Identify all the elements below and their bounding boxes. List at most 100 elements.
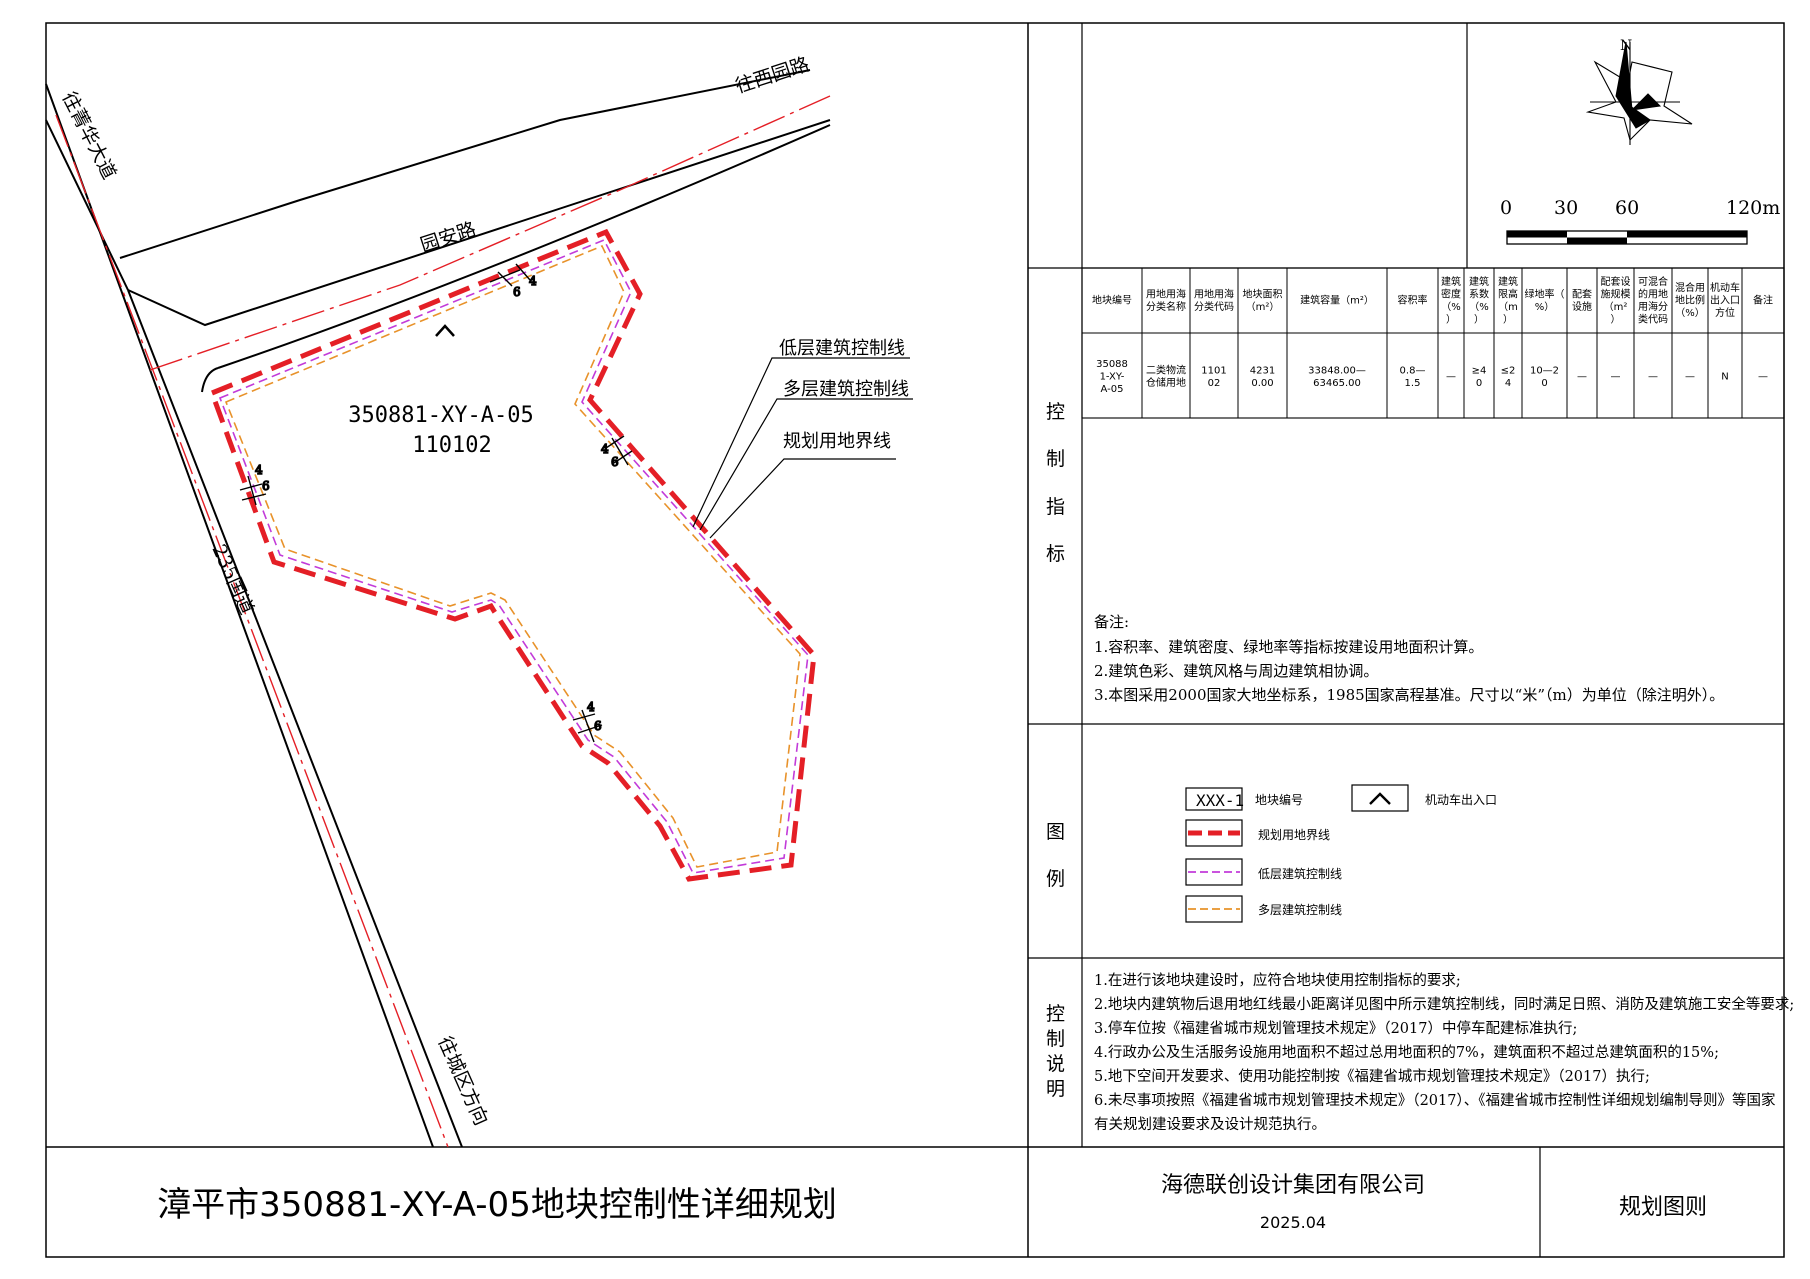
parcel-id-label: 350881-XY-A-05 (348, 403, 533, 428)
north-arrow: N (1585, 38, 1693, 145)
callout-leaders (692, 357, 913, 539)
notes-title: 备注: (1094, 613, 1129, 631)
sheet-frame (45, 22, 1785, 1258)
table-header-cell: 机动车出入口方位 (1710, 281, 1740, 319)
setback-marker-west: 4 6 (239, 462, 270, 506)
road-junction-edge (186, 370, 214, 420)
legend-parcel-label: 地块编号 (1255, 792, 1303, 807)
road-label-national: 235国道 (207, 541, 257, 618)
table-header-cell: 绿地率（%） (1525, 287, 1565, 313)
table-header-cell: 可混合的用地用海分类代码 (1638, 275, 1668, 326)
scale-tick-0: 0 (1500, 197, 1512, 219)
control-item-4: 4.行政办公及生活服务设施用地面积不超过总用地面积的7%，建筑面积不超过总建筑面… (1094, 1044, 1719, 1061)
legend-entrance-label: 机动车出入口 (1425, 792, 1497, 807)
table-header-cell: 建筑容量（m²） (1300, 294, 1374, 307)
table-header-cell: 建筑密度（%） (1441, 275, 1461, 326)
drawing-title: 漳平市350881-XY-A-05地块控制性详细规划 (157, 1185, 837, 1225)
note-1: 1.容积率、建筑密度、绿地率等指标按建设用地面积计算。 (1094, 638, 1483, 656)
road-label-yuanan: 园安路 (418, 218, 479, 257)
sheet-name: 规划图则 (1619, 1195, 1707, 1220)
parcel-code-label: 110102 (412, 433, 491, 458)
legend-entrance-icon (1369, 792, 1391, 805)
svg-text:明: 明 (1046, 1078, 1065, 1100)
control-item-1: 1.在进行该地块建设时，应符合地块使用控制指标的要求; (1094, 971, 1461, 989)
highway-edge-upper-inner (45, 119, 129, 291)
legend-boundary-label: 规划用地界线 (1258, 827, 1330, 842)
svg-text:制: 制 (1046, 1028, 1065, 1050)
callout-multi-layer: 多层建筑控制线 (783, 379, 909, 400)
control-item-3: 3.停车位按《福建省城市规划管理技术规定》（2017）中停车配建标准执行; (1094, 1020, 1577, 1037)
setback-marker-east: 4 6 (600, 435, 633, 470)
north-label: N (1620, 38, 1632, 54)
table-header-cell: 容积率 (1398, 294, 1428, 307)
table-header-cell: 用地用海分类名称 (1146, 287, 1186, 313)
svg-text:标: 标 (1046, 543, 1065, 565)
svg-text:控: 控 (1046, 1003, 1065, 1025)
setback-far-label: 4 (255, 463, 263, 477)
table-data-cell: N (1721, 372, 1728, 383)
indicator-notes: 备注: 1.容积率、建筑密度、绿地率等指标按建设用地面积计算。 2.建筑色彩、建… (1094, 613, 1724, 704)
setback-far-label: 4 (587, 700, 595, 714)
table-header-cell: 配套设施规模（m²） (1601, 275, 1631, 326)
note-2: 2.建筑色彩、建筑风格与周边建筑相协调。 (1094, 662, 1378, 680)
control-item-6: 6.未尽事项按照《福建省城市规划管理技术规定》（2017）、《福建省城市控制性详… (1094, 1091, 1775, 1109)
control-item-5: 5.地下空间开发要求、使用功能控制按《福建省城市规划管理技术规定》（2017）执… (1094, 1068, 1650, 1085)
table-header-cell: 混合用地比例（%） (1675, 281, 1705, 319)
road-north-edge-top (119, 69, 811, 259)
legend-parcel-sample: XXX-1 (1196, 791, 1244, 810)
low-layer-control-line (218, 238, 809, 874)
note-3: 3.本图采用2000国家大地坐标系，1985国家高程基准。尺寸以“米”（m）为单… (1094, 686, 1724, 704)
table-header-cell: 地块编号 (1092, 294, 1132, 307)
highway-centerline (55, 114, 449, 1148)
road-north-edge-outer (127, 119, 831, 327)
road-label-west-road: 往西园路 (733, 53, 812, 97)
setback-near-label: 6 (594, 719, 602, 733)
scale-tick-30: 30 (1554, 197, 1578, 219)
map-area: 4 6 4 6 4 6 4 6 (45, 53, 913, 1148)
highway-edge-outer (45, 83, 434, 1148)
table-data-cell: — (1685, 372, 1695, 383)
table-data-cell: — (1611, 372, 1621, 383)
table-data-cell: 二类物流仓储用地 (1146, 363, 1186, 389)
multi-layer-control-line (224, 244, 801, 868)
indicator-table: 地块编号用地用海分类名称用地用海分类代码地块面积（m²）建筑容量（m²）容积率建… (1081, 267, 1785, 419)
scale-tick-120: 120m (1726, 197, 1780, 219)
legend-low-label: 低层建筑控制线 (1258, 866, 1342, 881)
table-data-cell: 0.8—1.5 (1400, 365, 1426, 389)
callout-low-layer: 低层建筑控制线 (779, 338, 905, 359)
svg-text:控: 控 (1046, 401, 1065, 423)
road-label-city: 往城区方向 (433, 1033, 492, 1129)
setback-marker-south: 4 6 (572, 699, 602, 743)
road-south-edge (217, 124, 831, 369)
section-heading-indicators: 控制指标 (1046, 401, 1065, 565)
table-data-cell: — (1446, 372, 1456, 383)
control-notes: 1.在进行该地块建设时，应符合地块使用控制指标的要求; 2.地块内建筑物后退用地… (1094, 971, 1794, 1133)
legend-block: XXX-1 地块编号 机动车出入口 规划用地界线 低层建筑控制线 多层建筑控制线 (1185, 784, 1497, 923)
control-item-7: 有关规划建设要求及设计规范执行。 (1094, 1116, 1326, 1133)
road-north-inner-edge (214, 120, 830, 372)
svg-text:制: 制 (1046, 448, 1065, 470)
highway-edge-inner (127, 289, 463, 1148)
table-data-cell: 33848.00—63465.00 (1308, 365, 1366, 389)
setback-far-label: 4 (529, 274, 537, 288)
table-header-cell: 地块面积（m²） (1243, 287, 1283, 313)
svg-text:例: 例 (1046, 868, 1065, 890)
svg-text:说: 说 (1046, 1053, 1065, 1075)
section-heading-legend: 图例 (1046, 821, 1065, 890)
svg-text:图: 图 (1046, 821, 1065, 843)
road-junction-curve (201, 367, 219, 393)
table-header-cell: 建筑限高（m） (1498, 275, 1518, 326)
road-north-centerline (149, 95, 831, 371)
company-name: 海德联创设计集团有限公司 (1161, 1173, 1425, 1198)
setback-far-label: 4 (601, 442, 609, 456)
svg-text:指: 指 (1046, 496, 1065, 518)
table-header-cell: 备注 (1753, 294, 1773, 307)
